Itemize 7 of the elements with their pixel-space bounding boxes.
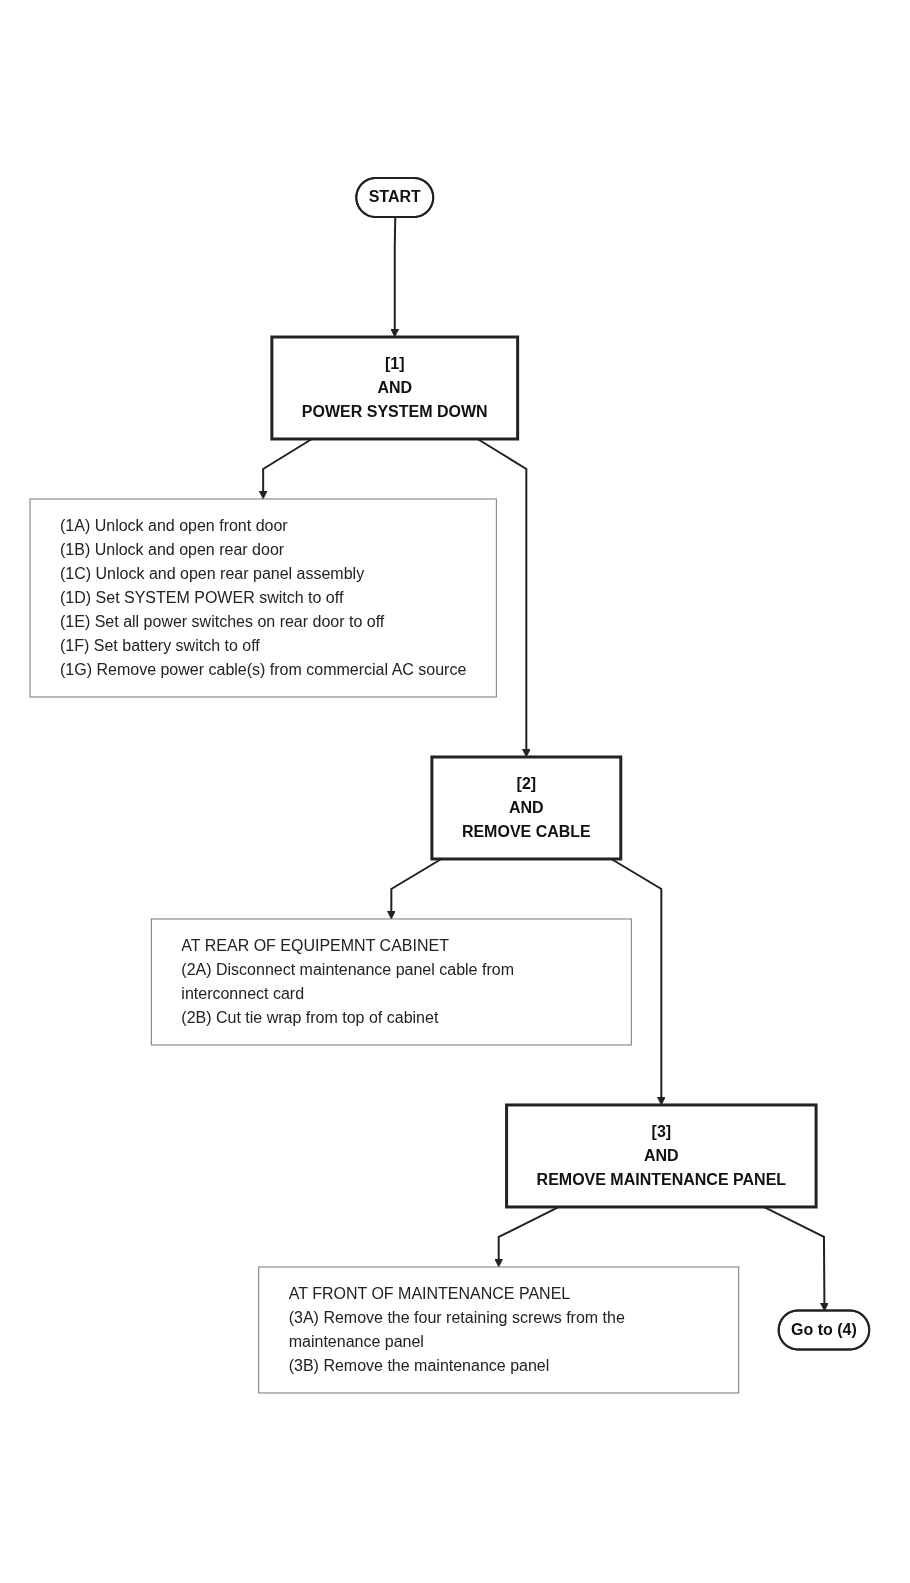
arrow bbox=[390, 216, 400, 337]
node-box: [2] AND REMOVE CABLE bbox=[430, 755, 623, 860]
node-box: [1] AND POWER SYSTEM DOWN bbox=[270, 335, 520, 440]
node-box: AT REAR OF EQUIPEMNT CABINET (2A) Disconnect maintenance panel cable from interconnect card (2B) Cut tie wrap from top of cabinet bbox=[151, 918, 633, 1045]
node-box: AT FRONT OF MAINTENANCE PANEL (3A) Remove the four retaining screws from the maintenance panel (3B) Remove the maintenance panel bbox=[258, 1266, 740, 1393]
node-box: (1A) Unlock and open front door (1B) Unlock and open rear door (1C) Unlock and open rear panel assembly (1D) Set SYSTEM POWER switch to off (1E) Set all power switches on rear door to off (1F) Set battery switch to off (1G) Remove power cable(s) from commercial AC source bbox=[29, 498, 498, 697]
node-box: [3] AND REMOVE MAINTENANCE PANEL bbox=[505, 1103, 818, 1208]
